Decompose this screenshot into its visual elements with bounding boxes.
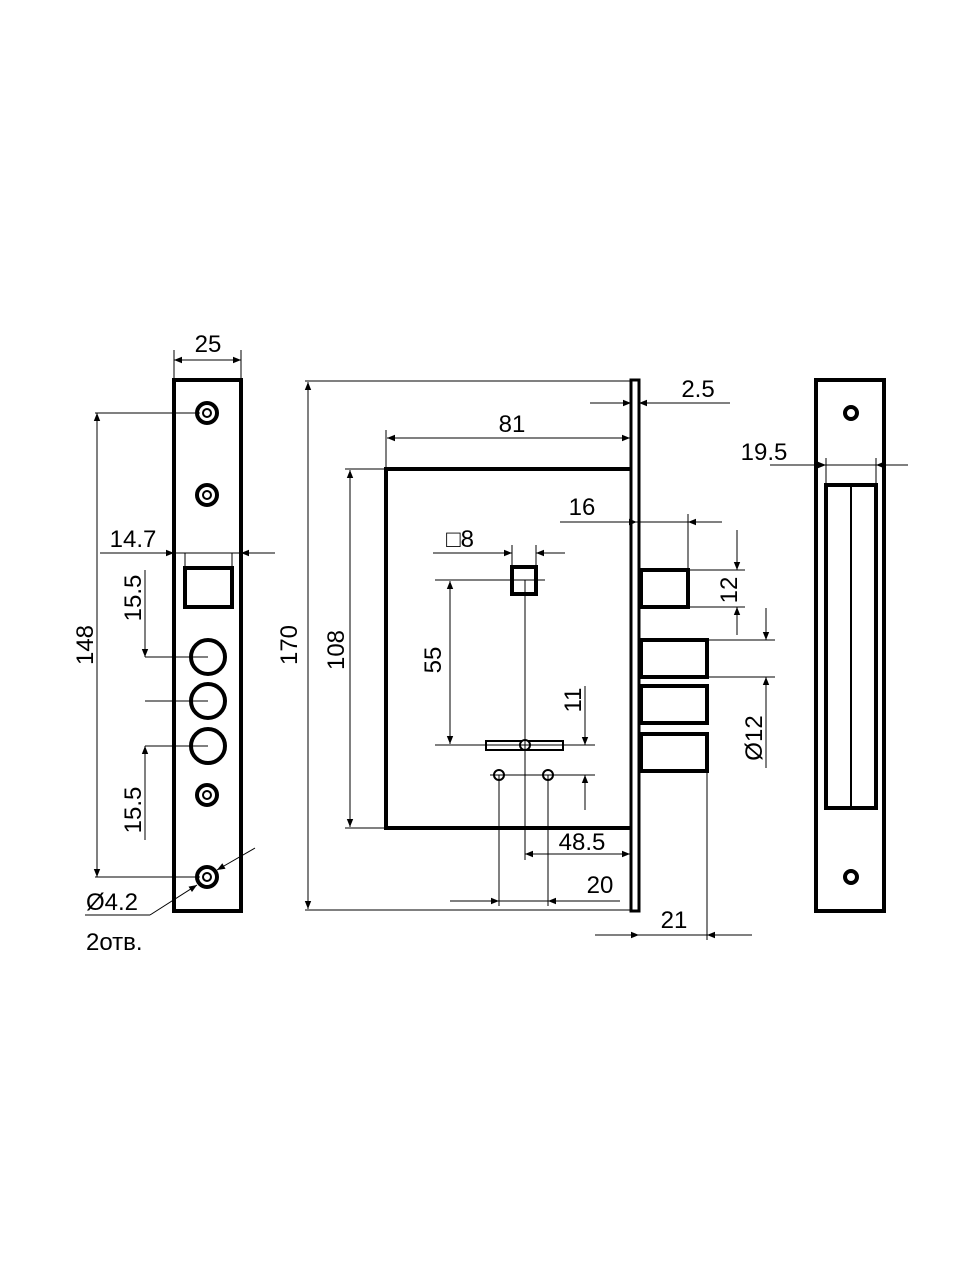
dead-bolt: [639, 638, 709, 679]
dim-body-depth: 81: [499, 411, 526, 438]
dim-plate-thickness: 2.5: [681, 376, 714, 403]
faceplate-outline: [172, 378, 243, 913]
side-view: 170 108 81 2.5 16 □8 55: [276, 376, 775, 940]
screw-hole: [195, 783, 219, 807]
screw-hole: [195, 483, 219, 507]
screw-hole: [843, 869, 859, 885]
strike-plate-view: 19.5: [741, 378, 908, 913]
dim-backset: 48.5: [559, 829, 606, 856]
faceplate-view: 25 148 14.7 15.5 15.5 Ø4.2 2отв.: [72, 331, 275, 956]
dim-spindle-to-key: 55: [420, 647, 447, 674]
screw-hole: [843, 405, 859, 421]
latch-bolt: [639, 568, 690, 609]
dim-body-height: 108: [323, 630, 350, 670]
latch-opening: [183, 566, 234, 609]
dead-bolt: [639, 732, 709, 773]
dim-strike-width: 19.5: [741, 439, 788, 466]
strike-plate-outline: [814, 378, 886, 913]
dim-total-height: 170: [276, 625, 303, 665]
hole-count-note: 2отв.: [86, 929, 143, 956]
dim-hole-span: 148: [72, 625, 99, 665]
dim-key-offset: 11: [560, 688, 587, 713]
lock-body: [384, 467, 631, 830]
dead-bolt: [639, 684, 709, 725]
dim-pitch-bottom: 15.5: [120, 787, 147, 834]
front-plate: [629, 378, 641, 913]
dim-bolt-diameter: Ø12: [741, 715, 768, 760]
dim-opening-width: 14.7: [110, 526, 157, 553]
dim-key-hole-spacing: 20: [587, 872, 614, 899]
dim-latch-throw: 16: [569, 494, 596, 521]
dim-pitch-top: 15.5: [120, 575, 147, 622]
dim-bolt-throw: 21: [661, 907, 688, 934]
dim-width: 25: [195, 331, 222, 358]
dim-hole-diameter: Ø4.2: [86, 889, 138, 916]
dim-spindle-square: □8: [446, 526, 474, 553]
dim-latch-height: 12: [716, 577, 743, 604]
